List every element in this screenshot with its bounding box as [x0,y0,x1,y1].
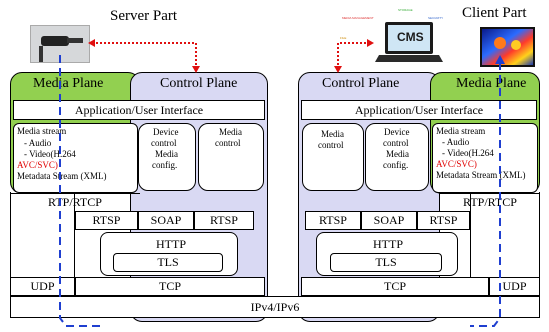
server-media-plane-label: Media Plane [33,76,104,91]
client-control-link-arrow-right [367,39,374,47]
server-http-label: HTTP [156,237,186,251]
client-media-stream-line4: AVC/SVC) [436,159,477,169]
client-http-label: HTTP [373,237,403,251]
client-rtsp2-box: RTSP [417,211,470,230]
client-device-control-line4: config. [383,160,409,170]
server-device-control-box: Device control Media config. [138,123,196,191]
client-media-plane-label: Media Plane [456,76,527,91]
server-udp-box: UDP [10,277,75,296]
client-media-control-box: Media control [302,123,364,191]
server-device-control-line1: Device [153,127,179,137]
server-media-stream-line5: Metadata Stream (XML) [17,171,107,181]
cms-tag-media-management: MEDIA MANAGEMENT [342,16,374,20]
client-media-stream-line5: Metadata Stream (XML) [436,170,526,180]
server-media-stream-line2: - Audio [24,138,52,148]
server-tls-box: TLS [113,253,223,272]
client-udp-box: UDP [489,277,540,296]
client-tcp-box: TCP [301,277,489,296]
cms-label: CMS [397,30,424,44]
camera-icon [31,26,89,62]
cms-tag-file: FILE [340,36,347,40]
laptop-cms-icon: CMS [375,22,443,64]
ip-layer-box: IPv4/IPv6 [10,296,540,318]
client-media-stream-line2: - Audio [442,137,470,147]
server-rtp-box: RTP/RTCP [10,193,140,211]
server-media-stream-line3: - Video(H.264 [24,149,76,159]
client-device-control-line3: Media [386,149,409,159]
client-control-link-dotted [337,42,370,70]
client-tls-box: TLS [330,253,442,272]
server-media-stream-line1: Media stream [17,126,67,136]
server-app-ui-box: Application/User Interface [13,100,265,120]
server-media-control-box: Media control [198,123,264,191]
client-media-stream-line1: Media stream [436,126,486,136]
client-soap-box: SOAP [361,211,417,230]
server-media-stream-box: Media stream - Audio - Video(H.264 AVC/S… [13,123,138,193]
client-media-control-line1: Media [321,129,344,139]
client-rtp-box: RTP/RTCP [440,193,540,211]
server-tcp-box: TCP [75,277,265,296]
ip-camera-photo [30,25,90,63]
server-media-control-line2: control [215,138,241,148]
cms-tag-security: SECURITY [428,16,444,20]
client-app-ui-box: Application/User Interface [301,100,537,120]
client-control-plane-label: Control Plane [322,76,400,91]
client-media-control-line2: control [318,140,344,150]
thermal-monitor-photo [480,27,535,67]
server-media-stream-line4: AVC/SVC) [17,160,58,170]
cms-tag-storage: STORAGE [398,8,413,12]
client-media-stream-box: Media stream - Audio - Video(H.264 AVC/S… [432,123,538,193]
client-rtsp1-box: RTSP [305,211,361,230]
server-rtsp1-box: RTSP [75,211,138,230]
server-part-title: Server Part [110,8,178,24]
client-part-title: Client Part [462,5,527,21]
server-device-control-line3: Media [155,149,178,159]
server-device-control-line4: config. [152,160,178,170]
control-link-dotted [92,42,197,70]
client-device-control-line2: control [383,138,409,148]
client-device-control-box: Device control Media config. [365,123,429,191]
server-soap-box: SOAP [138,211,194,230]
server-media-control-line1: Media [219,127,242,137]
client-media-stream-line3: - Video(H.264 [442,148,494,158]
server-rtsp2-box: RTSP [194,211,254,230]
server-control-plane-label: Control Plane [160,76,238,91]
server-device-control-line2: control [151,138,177,148]
client-device-control-line1: Device [384,127,410,137]
